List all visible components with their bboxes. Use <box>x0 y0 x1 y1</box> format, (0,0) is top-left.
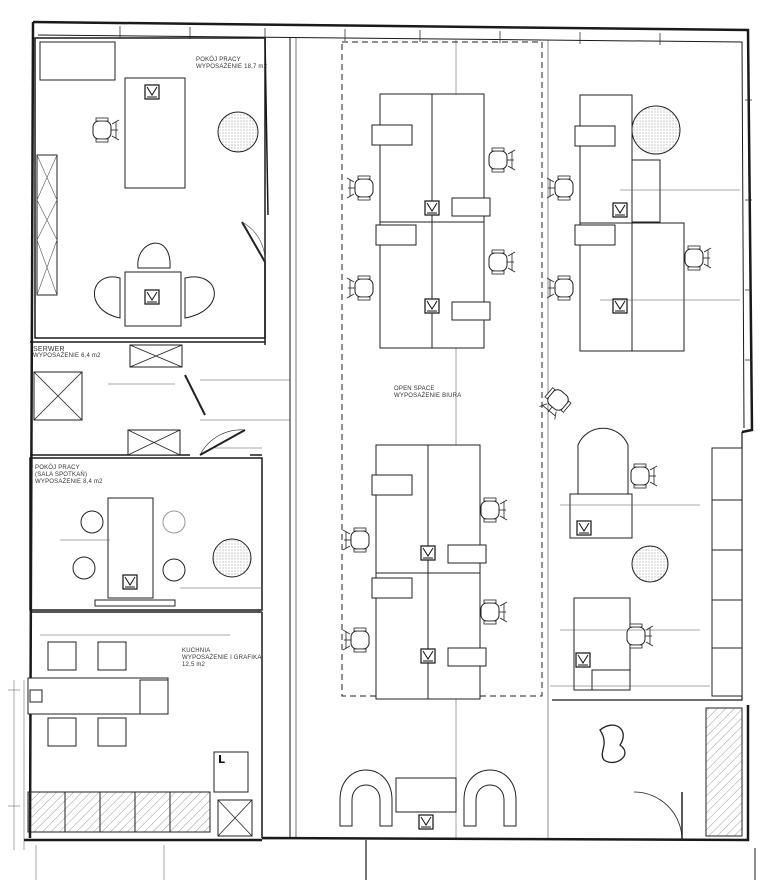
manager-desks <box>569 427 743 697</box>
server-room <box>33 344 246 456</box>
room-detail: WYPOSAŻENIE BIURA <box>394 393 462 399</box>
room-label-office-mid-left: POKÓJ PRACY (SALA SPOTKAŃ) WYPOSAŻENIE 8… <box>35 465 103 486</box>
desk-cluster-bottom <box>342 444 508 700</box>
room-name: POKÓJ PRACY <box>35 465 80 471</box>
corner-letter-marker: L <box>218 753 226 766</box>
room-line2: (SALA SPOTKAŃ) <box>35 472 88 478</box>
office-top-left <box>36 41 266 327</box>
room-detail: WYPOSAŻENIE 8,4 m2 <box>35 479 103 485</box>
room-detail: WYPOSAŻENIE 6,4 m2 <box>33 353 101 359</box>
room-label-office-top-left: POKÓJ PRACY WYPOSAŻENIE 18,7 m2 <box>196 57 267 71</box>
kitchen <box>27 641 253 837</box>
room-label-server: SERWER WYPOSAŻENIE 6,4 m2 <box>33 346 101 360</box>
room-label-open-space: OPEN SPACE WYPOSAŻENIE BIURA <box>394 386 461 400</box>
room-detail: WYPOSAŻENIE 18,7 m2 <box>196 64 268 70</box>
interior-walls <box>29 37 549 838</box>
room-name: SERWER <box>33 346 65 353</box>
desk-cluster-top <box>346 93 516 349</box>
reception <box>339 707 743 841</box>
room-name: OPEN SPACE <box>394 386 435 392</box>
room-detail: 12,5 m2 <box>182 662 206 668</box>
desk-cluster-right <box>537 94 712 422</box>
office-mid-left <box>72 497 252 607</box>
room-name: KUCHNIA <box>182 648 211 654</box>
window-marks <box>119 26 752 361</box>
room-label-kitchen: KUCHNIA WYPOSAŻENIE I GRAFIKA 12,5 m2 <box>182 648 262 669</box>
room-name: POKÓJ PRACY <box>196 57 241 63</box>
room-line2: WYPOSAŻENIE I GRAFIKA <box>182 655 262 661</box>
dimension-lines <box>8 189 740 880</box>
